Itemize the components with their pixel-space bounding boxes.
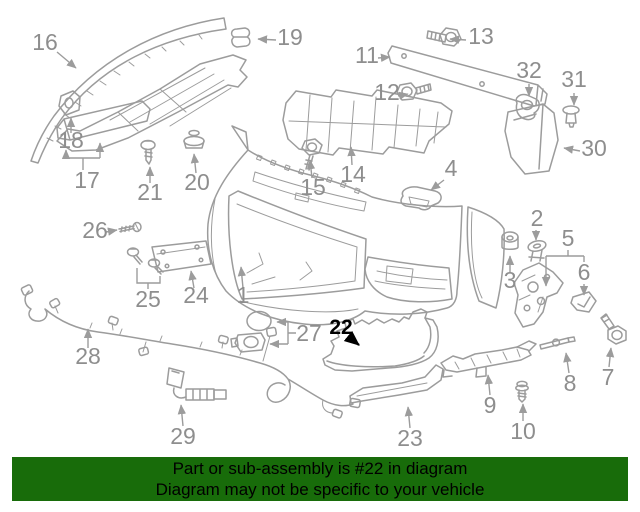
callout-28: 28 (75, 343, 101, 369)
part-18-clip-drawing (58, 90, 81, 116)
part-21-screw-drawing (140, 139, 156, 165)
callout-27: 27 (296, 320, 322, 346)
callout-20: 20 (184, 169, 210, 195)
callout-19: 19 (277, 24, 303, 50)
part-12-bolt-drawing (396, 82, 432, 101)
part-27-sensor-ring-drawing (230, 310, 272, 353)
callout-16: 16 (32, 29, 58, 55)
callout-22-highlighted: 22 (329, 316, 352, 339)
part-7-bolt-drawing (600, 313, 627, 345)
part-4-tow-hook-cover-drawing (400, 186, 442, 211)
part-22-fog-bezel-highlighted (322, 308, 439, 372)
callout-14: 14 (340, 161, 366, 187)
part-1-bumper-fascia-drawing (206, 125, 505, 326)
part-6-clip-drawing (570, 291, 597, 313)
callout-32: 32 (516, 57, 542, 83)
callout-23: 23 (397, 425, 423, 451)
part-10-screw-drawing (515, 380, 529, 403)
leader-lines (56, 35, 615, 429)
exploded-parts-diagram: 16 19 13 11 12 32 31 30 18 17 21 20 15 1… (20, 17, 627, 451)
callout-21: 21 (137, 179, 163, 205)
part-3-bushing-drawing (501, 231, 519, 250)
callout-8: 8 (564, 370, 577, 396)
part-24-license-bracket-drawing (151, 240, 212, 273)
callout-13: 13 (468, 23, 494, 49)
callout-9: 9 (484, 392, 497, 418)
callout-29: 29 (170, 423, 196, 449)
part-17-shield-drawing (56, 54, 248, 152)
part-29-sensor-drawing (166, 367, 227, 401)
part-28-harness-drawing (20, 284, 362, 419)
part-25-bolts-drawing (126, 247, 164, 275)
part-14-energy-absorber-drawing (282, 89, 453, 156)
callout-31: 31 (561, 66, 587, 92)
part-9-bracket-drawing (440, 340, 537, 378)
callout-11: 11 (355, 42, 379, 68)
callout-10: 10 (510, 418, 536, 444)
callout-3: 3 (504, 267, 517, 293)
callout-30: 30 (581, 135, 607, 161)
part-31-rivet-drawing (562, 105, 580, 128)
part-19-clip-drawing (230, 27, 251, 48)
callout-6: 6 (578, 259, 591, 285)
part-30-bracket-drawing (504, 103, 559, 175)
part-16-upper-molding-drawing (30, 17, 227, 164)
part-5-bracket-drawing (513, 262, 564, 328)
callout-1: 1 (237, 282, 250, 308)
banner-line2: Diagram may not be specific to your vehi… (155, 480, 485, 499)
part-15-bolt-drawing (301, 138, 323, 171)
callout-25: 25 (135, 286, 161, 312)
part-8-pin-drawing (539, 336, 576, 350)
callout-7: 7 (602, 364, 615, 390)
highlight-banner: Part or sub-assembly is #22 in diagram D… (12, 457, 628, 501)
callout-4: 4 (445, 155, 458, 181)
part-26-screw-drawing (118, 221, 142, 233)
banner-line1: Part or sub-assembly is #22 in diagram (172, 459, 468, 478)
part-32-grommet-drawing (515, 93, 540, 121)
callout-15: 15 (300, 174, 326, 200)
callout-12: 12 (374, 79, 400, 105)
callout-26: 26 (82, 217, 108, 243)
part-20-grommet-drawing (183, 129, 205, 149)
callout-17: 17 (74, 167, 100, 193)
part-2-rivet-drawing (527, 240, 547, 262)
callout-2: 2 (531, 205, 544, 231)
callout-5: 5 (562, 225, 575, 251)
callout-24: 24 (183, 282, 209, 308)
callout-18: 18 (58, 127, 84, 153)
part-13-bolt-drawing (426, 27, 462, 47)
